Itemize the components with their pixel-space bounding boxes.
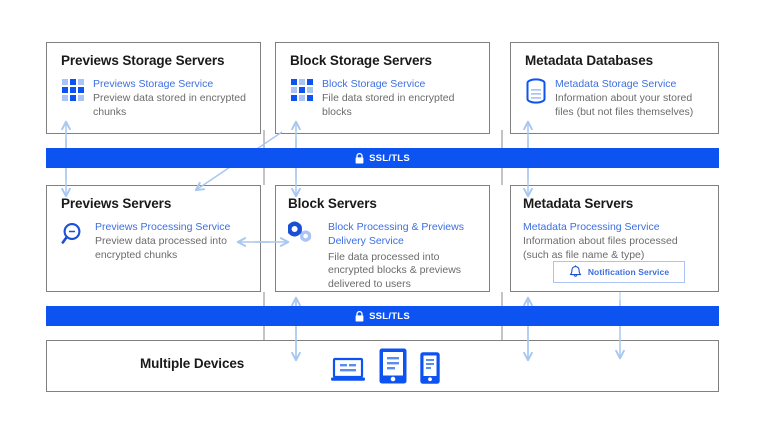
service-description: Information about your stored files (but… <box>555 91 694 118</box>
service-name: Block Storage Service <box>322 77 426 90</box>
service-name: Previews Processing Service <box>95 220 231 233</box>
lock-icon <box>355 310 364 322</box>
service-description: Information about files processed (such … <box>523 234 678 261</box>
gears-icon <box>287 221 320 256</box>
device-icon-group <box>330 348 440 384</box>
service-description: Preview data stored in encrypted chunks <box>93 91 246 118</box>
service-description: Preview data processed into encrypted ch… <box>95 234 227 261</box>
box-previews-storage-servers: Previews Storage Servers <box>46 42 261 134</box>
notification-service-badge[interactable]: Notification Service <box>553 261 685 283</box>
box-title: Metadata Servers <box>523 196 634 211</box>
service-name: Previews Storage Service <box>93 77 214 90</box>
service-name: Metadata Processing Service <box>523 220 660 233</box>
magnifier-icon <box>61 221 87 252</box>
laptop-icon <box>330 354 366 384</box>
box-title: Previews Servers <box>61 196 172 211</box>
box-metadata-databases: Metadata Databases Metadata Storage Serv… <box>510 42 719 134</box>
box-title: Block Servers <box>288 196 377 211</box>
service-description: File data stored in encrypted blocks <box>322 91 455 118</box>
notification-service-label: Notification Service <box>587 267 670 277</box>
box-title: Block Storage Servers <box>290 53 432 68</box>
lock-icon <box>355 152 364 164</box>
ssl-tls-label: SSL/TLS <box>369 310 410 322</box>
database-cylinder-icon <box>525 78 547 109</box>
ssl-tls-bar-top: SSL/TLS <box>46 148 719 168</box>
box-title: Previews Storage Servers <box>61 53 225 68</box>
tablet-icon <box>379 348 407 384</box>
service-name: Block Processing & Previews Delivery Ser… <box>328 220 464 247</box>
bell-icon <box>569 264 582 280</box>
multiple-devices-title: Multiple Devices <box>140 356 245 371</box>
service-name: Metadata Storage Service <box>555 77 677 90</box>
grid-squares-icon <box>61 78 85 107</box>
ssl-tls-bar-bottom: SSL/TLS <box>46 306 719 326</box>
grid-squares-icon <box>290 78 314 107</box>
box-previews-servers: Previews Servers Previews Processing Ser… <box>46 185 261 292</box>
box-block-servers: Block Servers <box>275 185 490 292</box>
phone-icon <box>420 352 440 384</box>
service-description: File data processed into encrypted block… <box>328 250 462 291</box>
box-title: Metadata Databases <box>525 53 654 68</box>
box-block-storage-servers: Block Storage Servers <box>275 42 490 134</box>
ssl-tls-label: SSL/TLS <box>369 152 410 164</box>
